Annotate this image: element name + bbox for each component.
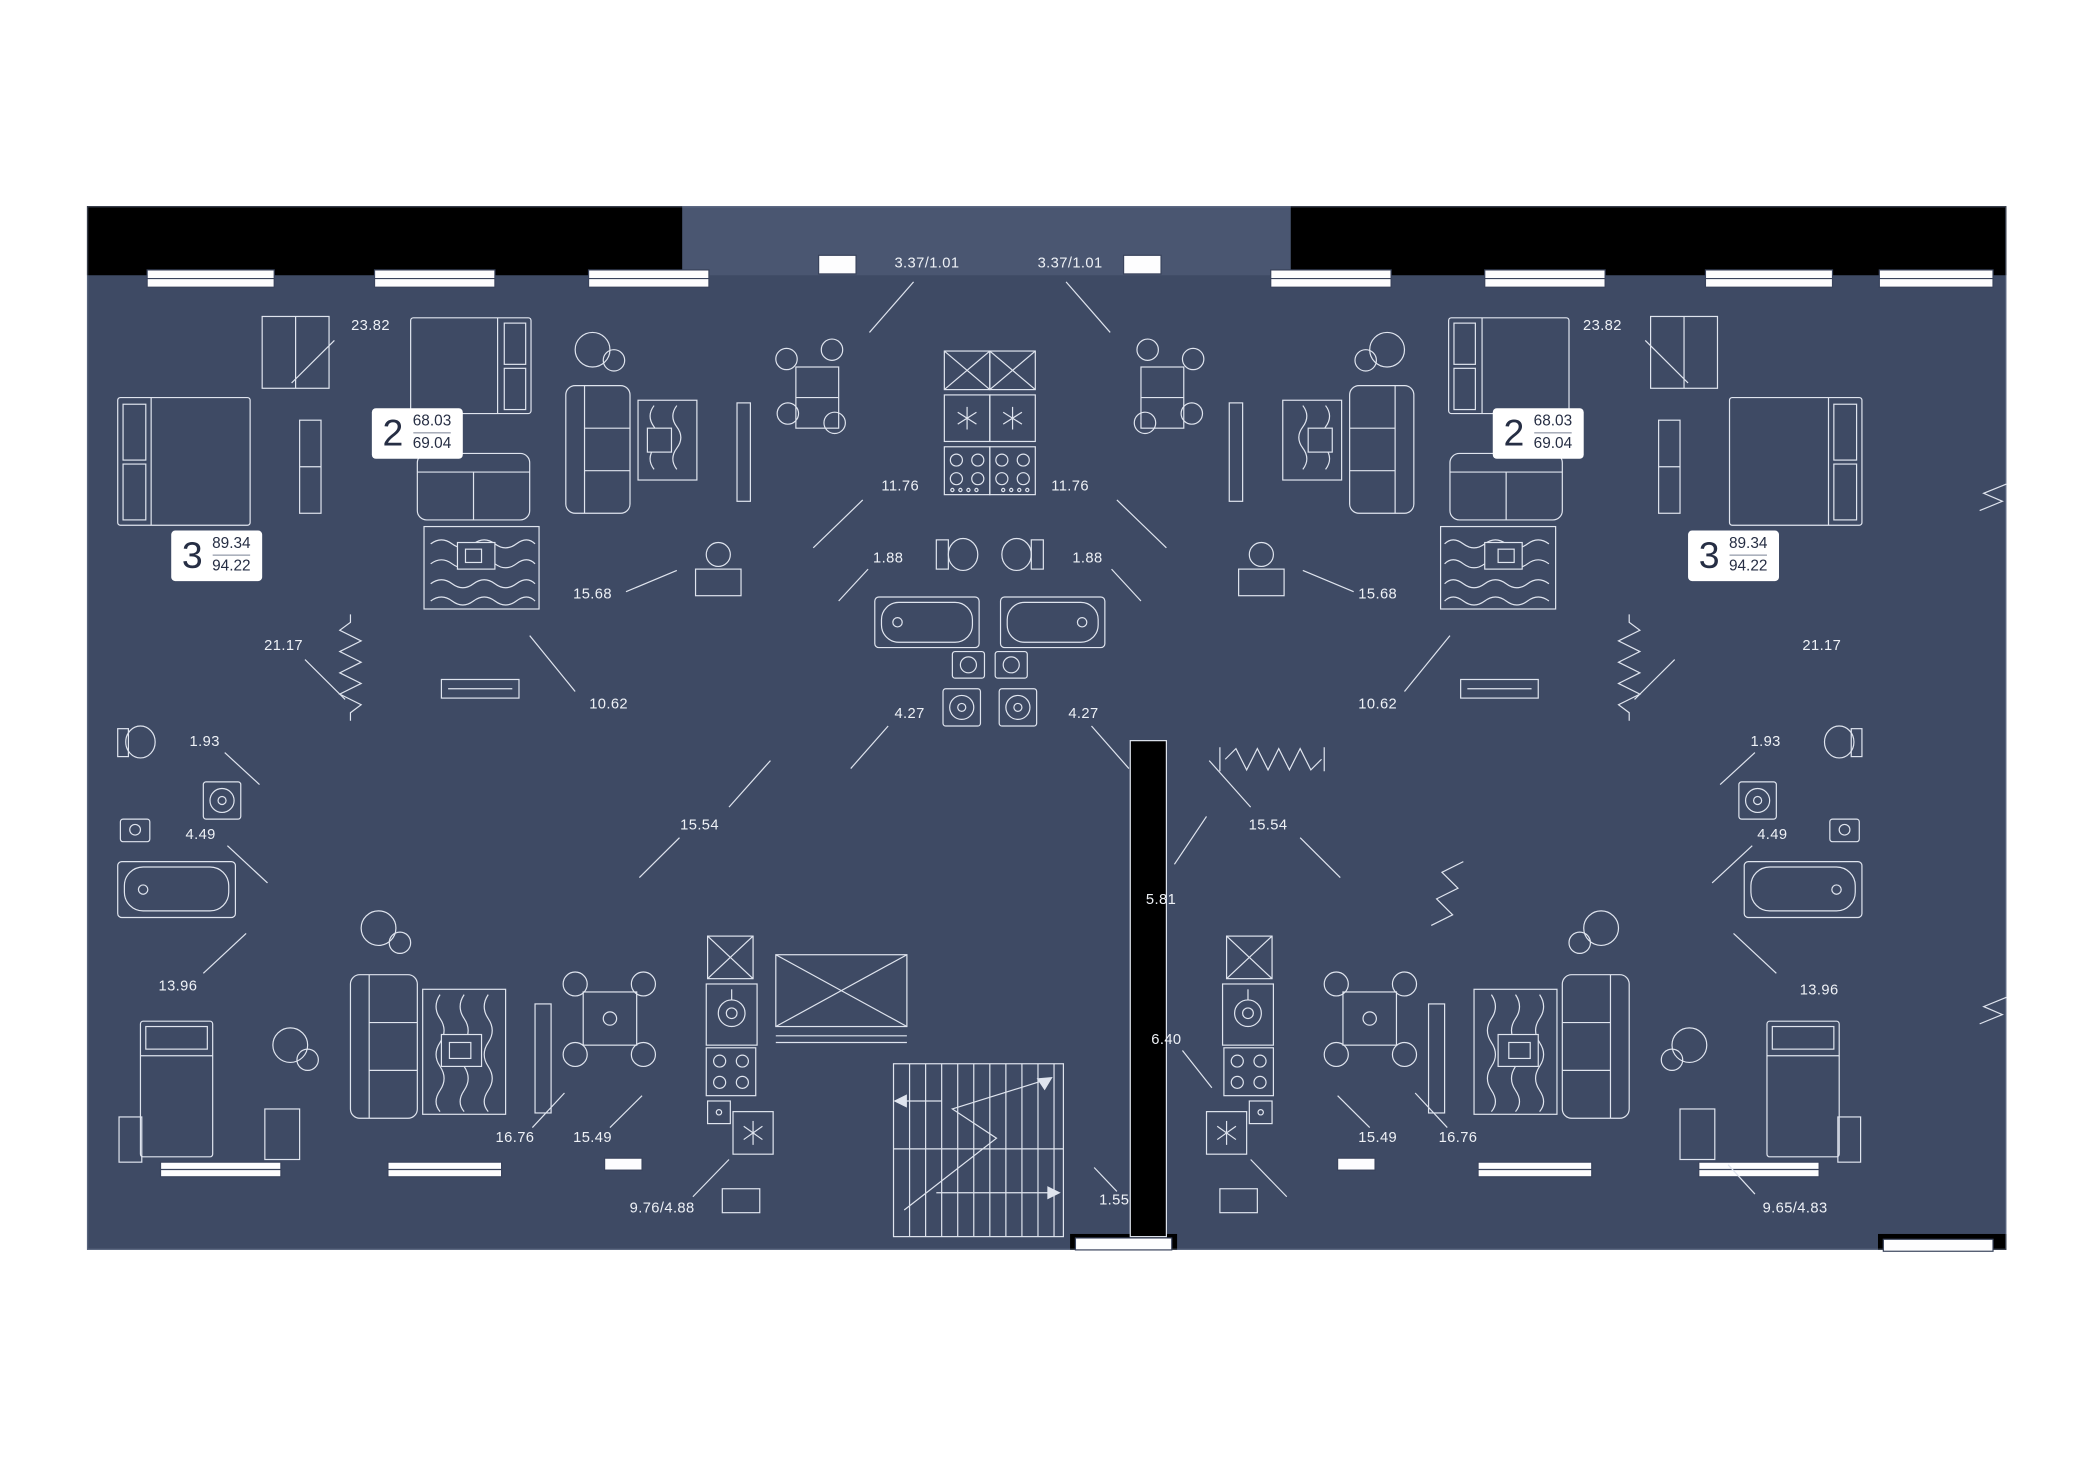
- leader-line: [1093, 816, 1756, 1195]
- apartment-rooms-count: 2: [382, 412, 404, 454]
- apartment-living-area: 68.03: [412, 412, 452, 434]
- floor-area: [86, 206, 2007, 1250]
- apartment-total-area: 69.04: [412, 436, 452, 453]
- wall: [86, 206, 2007, 1250]
- apartment-rooms-count: 3: [1698, 534, 1720, 576]
- apartment-total-area: 94.22: [1728, 558, 1768, 575]
- radiator-icon: [1219, 747, 1325, 772]
- apartment-badge-2rooms-left[interactable]: 2 68.03 69.04: [371, 408, 464, 459]
- apartment-rooms-count: 3: [181, 534, 203, 576]
- building-core: [775, 269, 2007, 1252]
- stairs-icon: [892, 1063, 1064, 1238]
- apartment-living-area: 89.34: [1728, 535, 1768, 557]
- apartment-total-area: 69.04: [1533, 436, 1573, 453]
- window-icon: [1074, 269, 1994, 1252]
- apartment-living-area: 68.03: [1533, 412, 1573, 434]
- kitchen-island-icon: [775, 954, 908, 1044]
- radiator-icon: [1430, 861, 1464, 927]
- apartment-living-area: 89.34: [212, 535, 251, 557]
- apartment-rooms-count: 2: [1503, 412, 1525, 454]
- wall-break-icon: [1979, 483, 2007, 1025]
- elevator-shaft: [1129, 740, 1167, 1238]
- apartment-badge-3rooms-right[interactable]: 3 89.34 94.22: [1688, 530, 1780, 581]
- apartment-badge-3rooms-left[interactable]: 3 89.34 94.22: [171, 530, 263, 581]
- apartment-total-area: 94.22: [212, 558, 251, 575]
- apartment-badge-2rooms-right[interactable]: 2 68.03 69.04: [1492, 408, 1585, 459]
- plan-outline: [86, 206, 2007, 1250]
